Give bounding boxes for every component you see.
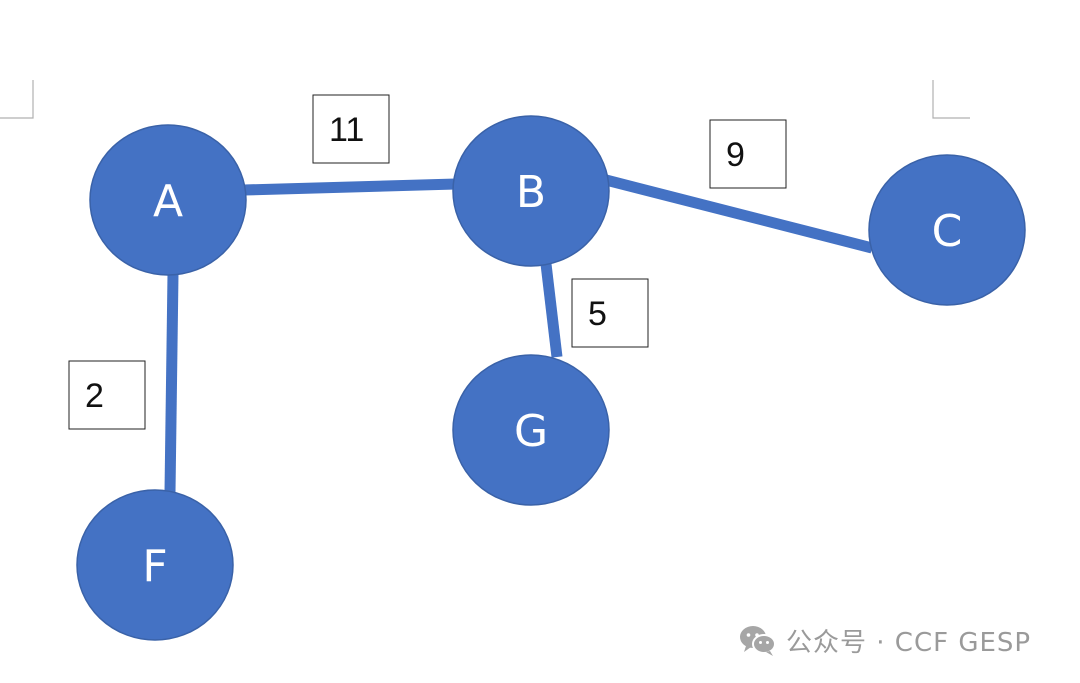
- node-c: C: [868, 154, 1026, 306]
- weight-box-border: [709, 119, 787, 189]
- node-circle: [868, 154, 1026, 306]
- edge-weight-label: 9: [726, 136, 745, 174]
- weight-box-a-f: 2: [68, 360, 146, 430]
- node-label: C: [932, 206, 963, 257]
- edge-weight-label: 2: [85, 377, 104, 415]
- weight-box-b-c: 9: [709, 119, 787, 189]
- edge-a-f: [164, 273, 179, 493]
- node-f: F: [76, 489, 234, 641]
- node-label: A: [153, 176, 183, 227]
- weights-layer: 11 9 5 2: [68, 94, 787, 430]
- weight-box-border: [312, 94, 390, 164]
- page-corner-marks: [0, 80, 970, 119]
- edge-weight-label: 11: [329, 111, 364, 149]
- node-g: G: [452, 354, 610, 506]
- node-circle: [89, 124, 247, 276]
- corner-mark-right: [932, 80, 970, 119]
- wechat-icon: [738, 623, 778, 657]
- node-circle: [76, 489, 234, 641]
- node-label: G: [514, 406, 548, 457]
- watermark: 公众号 · CCF GESP: [738, 620, 1031, 660]
- node-circle: [452, 115, 610, 267]
- node-circle: [452, 354, 610, 506]
- watermark-text: 公众号 · CCF GESP: [786, 627, 1032, 658]
- edge-weight-label: 5: [588, 295, 607, 333]
- node-b: B: [452, 115, 610, 267]
- weight-box-a-b: 11: [312, 94, 390, 164]
- node-label: B: [516, 167, 546, 218]
- corner-mark-left: [0, 80, 34, 119]
- weight-box-border: [68, 360, 146, 430]
- weight-box-b-g: 5: [571, 278, 649, 348]
- edge-b-c: [604, 174, 874, 254]
- node-label: F: [142, 541, 167, 592]
- edge-a-b: [243, 178, 457, 196]
- node-a: A: [89, 124, 247, 276]
- nodes-layer: A B C F G: [76, 115, 1026, 641]
- edge-b-g: [540, 263, 563, 358]
- weight-box-border: [571, 278, 649, 348]
- edges-layer: [164, 174, 874, 493]
